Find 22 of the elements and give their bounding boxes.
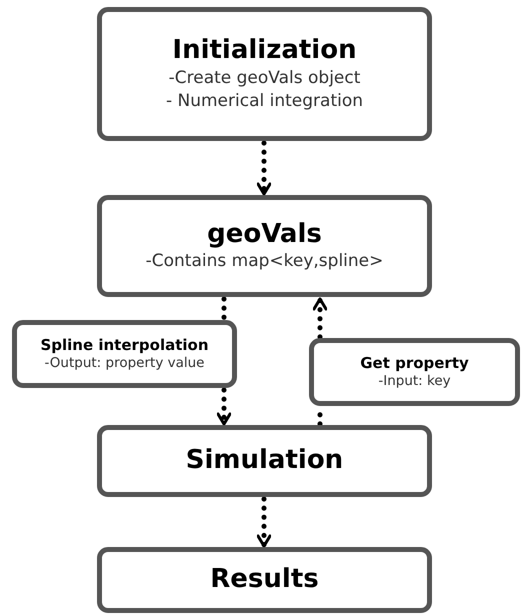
dotted-arrow <box>256 140 272 196</box>
process-box <box>12 320 237 388</box>
box-text: - Numerical integration <box>166 90 364 113</box>
box-heading: Results <box>210 564 319 596</box>
process-box <box>97 7 432 141</box>
box-heading: Spline interpolation <box>40 336 209 354</box>
dotted-line <box>222 296 226 322</box>
box-heading: Initialization <box>172 35 357 67</box>
dotted-arrow <box>216 388 232 426</box>
dotted-arrow <box>312 296 328 340</box>
box-text: -Create geoVals object <box>168 66 360 90</box>
box-heading: geoVals <box>207 218 322 250</box>
dotted-arrow <box>256 496 272 548</box>
process-box <box>97 195 432 297</box>
process-box <box>309 338 520 406</box>
box-text: -Contains map<key,spline> <box>146 250 384 274</box>
box-text: -Output: property value <box>44 354 204 372</box>
box-heading: Get property <box>360 354 469 372</box>
box-text: -Input: key <box>378 372 451 390</box>
process-box <box>97 547 432 613</box>
process-box <box>97 425 432 497</box>
box-heading: Simulation <box>186 445 344 477</box>
